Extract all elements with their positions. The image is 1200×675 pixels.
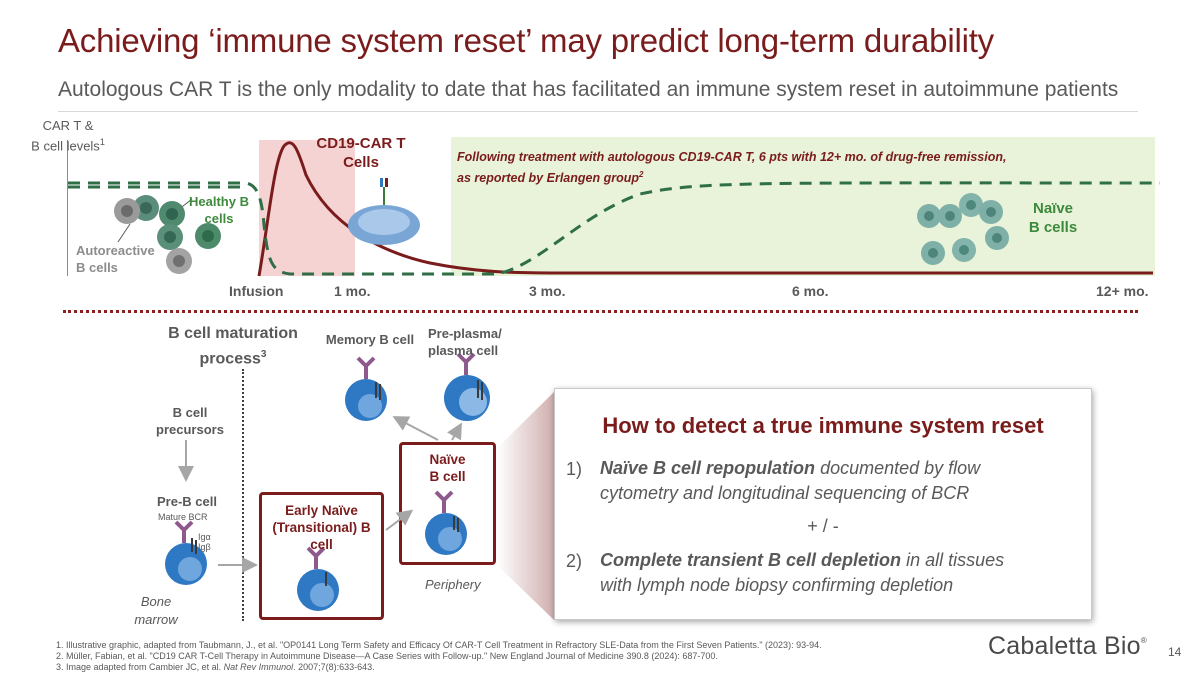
b-cell-curve: [68, 181, 1161, 276]
arrow-naive-to-plasma: [447, 422, 462, 441]
b-cell-precursors-label: B cell precursors: [156, 405, 224, 437]
car-t-label: CD19-CAR T Cells: [316, 135, 406, 171]
early-naive-label: Early Naïve (Transitional) B cell: [272, 503, 371, 552]
bone-marrow-periphery-divider: [242, 369, 244, 621]
healthy-b-cell-cluster: [133, 195, 221, 250]
header-divider: [58, 111, 1138, 112]
detect-item-2: Complete transient B cell depletion in a…: [600, 550, 1005, 595]
maturation-title: B cell maturation process3: [168, 325, 298, 368]
memory-b-cell-icon: [345, 356, 387, 421]
detect-connector: + / -: [807, 516, 839, 536]
tick-6-month: 6 mo.: [792, 283, 829, 299]
car-t-cell-illustration: [348, 178, 420, 245]
footnote-1: 1. Illustrative graphic, adapted from Ta…: [56, 640, 822, 650]
y-axis-label: CAR T & B cell levels1: [16, 118, 120, 154]
car-t-expansion-band: [259, 140, 355, 276]
tick-3-month: 3 mo.: [529, 283, 566, 299]
y-axis-label-footnote: 1: [99, 137, 105, 147]
early-naive-box: [259, 492, 384, 620]
arrow-early-to-naive: [385, 509, 414, 531]
pre-b-cell-label: Pre-B cell: [157, 494, 217, 509]
healthy-b-cells-label: Healthy B cells: [189, 194, 249, 226]
remission-band: [451, 137, 1155, 276]
tick-12-month: 12+ mo.: [1096, 283, 1149, 299]
early-naive-cell-icon: [297, 546, 339, 611]
footnote-2: 2. Müller, Fabian, et al. "CD19 CAR T-Ce…: [56, 651, 718, 661]
page-subtitle: Autologous CAR T is the only modality to…: [58, 78, 1119, 101]
detect-item-1: Naïve B cell repopulation documented by …: [600, 458, 981, 503]
page-number: 14: [1168, 645, 1182, 659]
page-title: Achieving ‘immune system reset’ may pred…: [58, 22, 994, 59]
car-t-curve: [257, 141, 1153, 277]
tick-1-month: 1 mo.: [334, 283, 371, 299]
y-axis-label-line2: B cell levels: [31, 138, 100, 154]
erlangen-note: Following treatment with autologous CD19…: [457, 150, 1007, 186]
mature-bcr-label: Mature BCR: [158, 512, 208, 522]
footnote-3: 3. Image adapted from Cambier JC, et al.…: [56, 662, 375, 672]
naive-b-cell-cluster: [917, 193, 1009, 265]
detect-reset-callout: [554, 388, 1092, 620]
section-divider: [63, 310, 1138, 313]
callout-fan: [497, 392, 554, 620]
naive-b-cell-icon: [425, 490, 467, 555]
detect-item-1-number: 1): [566, 459, 583, 479]
autoreactive-pointer: [117, 223, 131, 243]
naive-b-cell-label: Naïve B cell: [429, 452, 466, 484]
autoreactive-b-cells-label: Autoreactive B cells: [76, 243, 155, 275]
naive-b-cells-label: Naïve B cells: [1028, 200, 1078, 236]
durability-curves-diagram: [68, 141, 1161, 277]
memory-b-cell-label: Memory B cell: [325, 332, 415, 347]
plasma-cell-icon: [444, 352, 490, 421]
pre-b-cell-icon: [165, 520, 207, 585]
y-axis-label-line1: CAR T &: [42, 118, 94, 133]
plasma-cell-label: Pre-plasma/ plasma cell: [428, 326, 502, 358]
y-axis-line: [67, 140, 68, 276]
arrow-naive-to-memory: [392, 416, 439, 441]
company-logo: Cabaletta Bio®: [988, 632, 1147, 660]
tick-infusion: Infusion: [229, 283, 284, 299]
detect-reset-title: How to detect a true immune system reset: [602, 413, 1044, 438]
ig-beta-label: Igβ: [198, 542, 211, 552]
detect-item-2-number: 2): [566, 551, 583, 571]
ig-alpha-label: Igα: [198, 532, 211, 542]
periphery-label: Periphery: [425, 577, 481, 592]
bone-marrow-label: Bone marrow: [134, 594, 178, 627]
autoreactive-b-cell-cluster: [114, 198, 192, 274]
